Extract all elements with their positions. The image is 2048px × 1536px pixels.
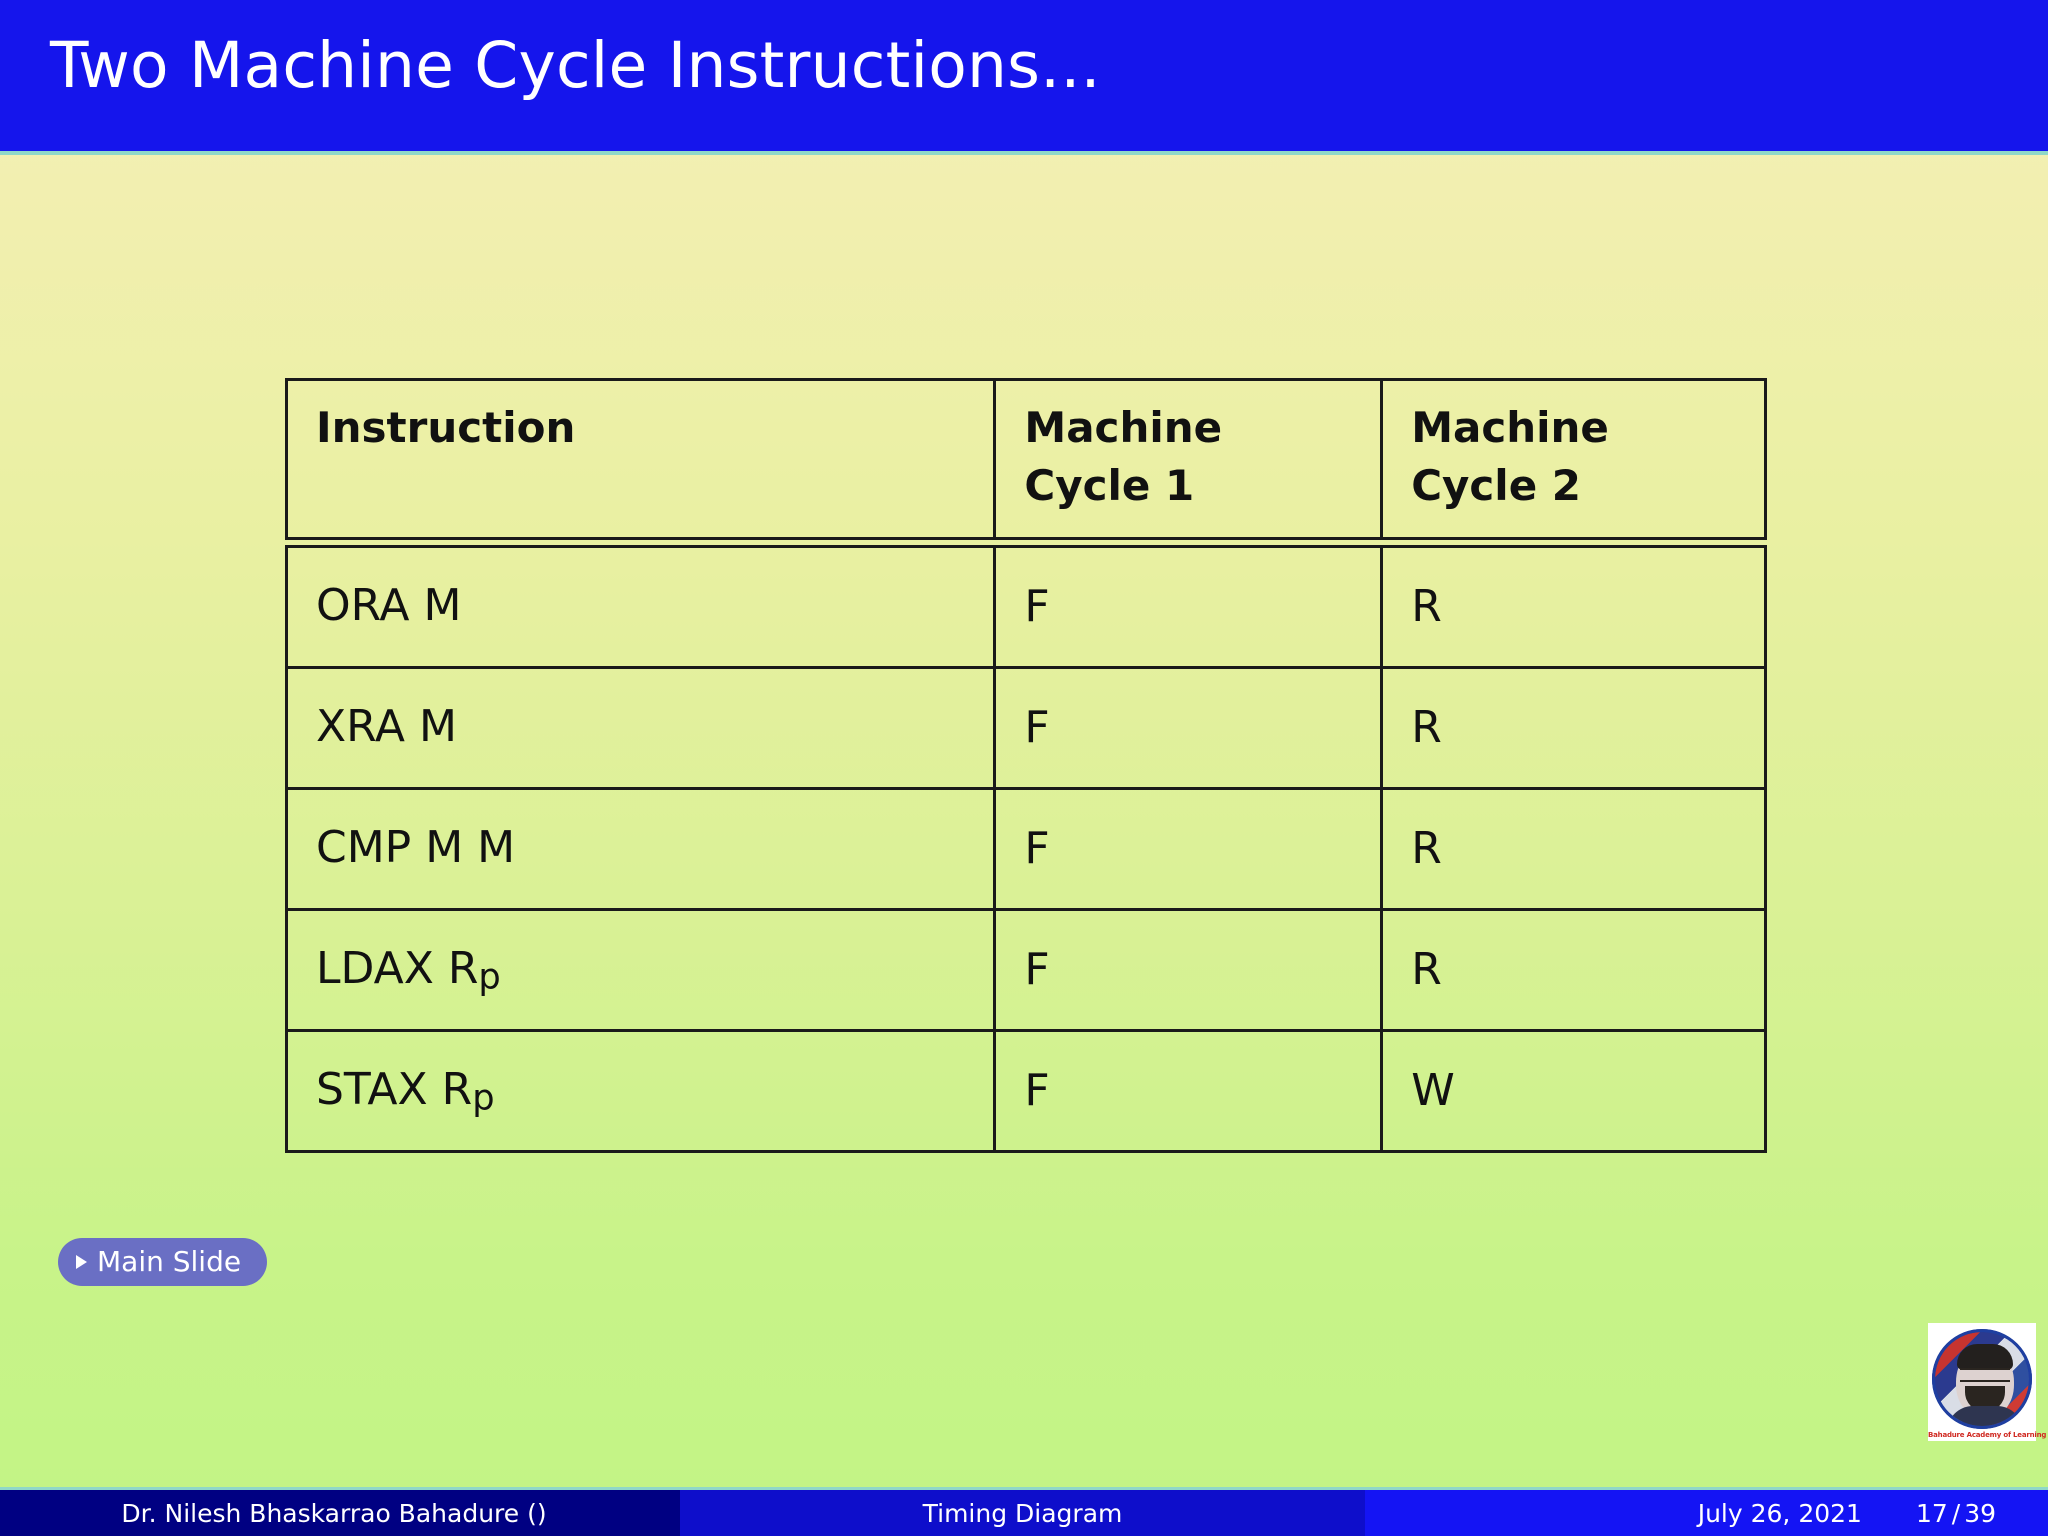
footer-page-indicator: 17/39: [1916, 1499, 1996, 1528]
instruction-text: STAX R: [316, 1063, 473, 1115]
footer-top-rule: [0, 1487, 2048, 1490]
column-header-machine-cycle-2-line1: Machine: [1411, 403, 1609, 452]
column-header-machine-cycle-1-line2: Cycle 1: [1024, 460, 1195, 510]
footer-section-title: Timing Diagram: [680, 1490, 1365, 1536]
instruction-text: CMP M M: [316, 821, 516, 873]
table-row: XRA M F R: [286, 667, 1766, 790]
table-header: Instruction Machine Cycle 1 Machine Cycl…: [285, 378, 1767, 540]
cell-machine-cycle-2: W: [1411, 1065, 1455, 1117]
cell-machine-cycle-2: R: [1381, 788, 1766, 911]
cell-machine-cycle-1: F: [994, 1030, 1384, 1152]
main-slide-button[interactable]: Main Slide: [58, 1238, 268, 1286]
logo-caption: Bahadure Academy of Learning: [1928, 1431, 2047, 1439]
instruction-subscript: p: [472, 1077, 495, 1119]
column-header-machine-cycle-1: Machine Cycle 1: [994, 379, 1384, 539]
footer-date: July 26, 2021: [1697, 1498, 1862, 1528]
cell-machine-cycle-2: R: [1381, 909, 1766, 1032]
cell-machine-cycle-1: F: [994, 909, 1384, 1032]
table-row: STAX Rp F W: [286, 1030, 1766, 1152]
instruction-table: Instruction Machine Cycle 1 Machine Cycl…: [285, 378, 1767, 1153]
cell-machine-cycle-1: F: [994, 667, 1384, 790]
footer-author: Dr. Nilesh Bhaskarrao Bahadure (): [0, 1490, 680, 1536]
cell-instruction: XRA M: [286, 667, 997, 790]
cell-instruction: CMP M M: [286, 788, 997, 911]
column-header-instruction: Instruction: [286, 379, 997, 539]
table-header-row: Instruction Machine Cycle 1 Machine Cycl…: [286, 379, 1766, 539]
cell-machine-cycle-1: F: [994, 546, 1384, 669]
instruction-text: ORA M: [316, 579, 462, 631]
table-body: ORA M F R XRA M F R CMP M M F R LDAX Rp …: [285, 544, 1767, 1153]
footer-right-group: July 26, 2021 17/39: [1365, 1490, 2048, 1536]
table-row: ORA M F R: [286, 546, 1766, 669]
column-header-machine-cycle-2: Machine Cycle 2: [1382, 380, 1766, 539]
footer-page-total: 39: [1964, 1498, 1996, 1528]
instruction-text: LDAX R: [316, 942, 479, 994]
page-title: Two Machine Cycle Instructions...: [50, 29, 1101, 102]
cell-instruction: LDAX Rp: [286, 909, 997, 1032]
cell-instruction: STAX Rp: [286, 1030, 997, 1152]
column-header-instruction-label: Instruction: [316, 403, 576, 452]
footer-bar: Dr. Nilesh Bhaskarrao Bahadure () Timing…: [0, 1490, 2048, 1536]
title-underline-rule: [0, 151, 2048, 155]
triangle-right-icon: [76, 1255, 87, 1269]
instruction-text: XRA M: [316, 700, 457, 752]
column-header-machine-cycle-2-line2: Cycle 2: [1411, 460, 1582, 510]
instruction-subscript: p: [478, 956, 501, 998]
table-row: CMP M M F R: [286, 788, 1766, 911]
title-bar: Two Machine Cycle Instructions...: [0, 0, 2048, 155]
cell-instruction: ORA M: [286, 546, 997, 669]
table-row: LDAX Rp F R: [286, 909, 1766, 1032]
main-slide-button-label: Main Slide: [97, 1245, 242, 1278]
logo-ring: [1932, 1329, 2032, 1429]
column-header-machine-cycle-1-line1: Machine: [1024, 403, 1223, 452]
footer-page-separator: /: [1951, 1498, 1961, 1528]
footer-page-current: 17: [1915, 1498, 1948, 1528]
cell-machine-cycle-1: F: [994, 788, 1384, 911]
cell-machine-cycle-2: R: [1381, 667, 1766, 790]
academy-logo: Bahadure Academy of Learning: [1928, 1323, 2047, 1441]
cell-machine-cycle-2: R: [1381, 546, 1766, 669]
